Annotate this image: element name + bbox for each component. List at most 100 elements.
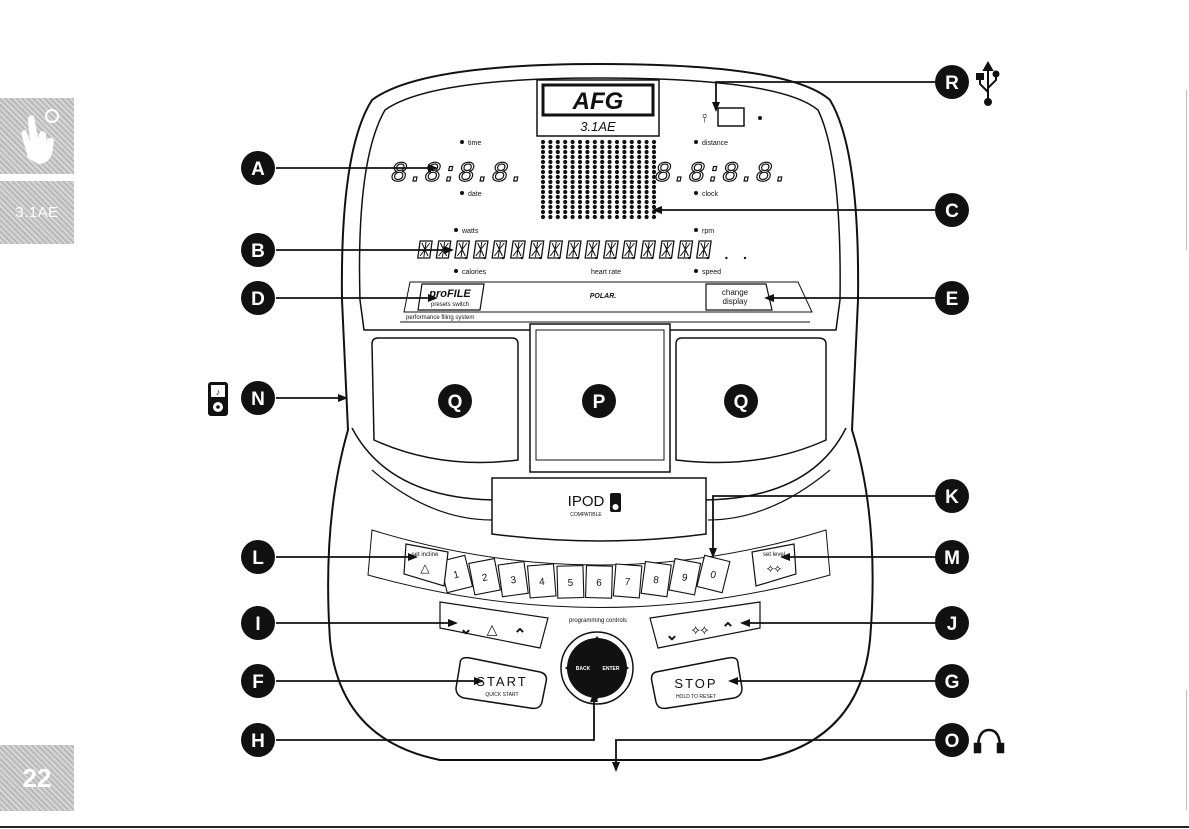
performance-filing-label: performance filing system bbox=[406, 315, 474, 321]
callout-m bbox=[935, 540, 969, 574]
matrix-dot bbox=[637, 204, 642, 210]
matrix-dot bbox=[607, 174, 612, 180]
matrix-dot bbox=[540, 194, 546, 200]
matrix-dot bbox=[592, 204, 597, 210]
incline-adjust-button[interactable] bbox=[439, 601, 549, 649]
matrix-dot bbox=[563, 194, 568, 200]
number-key-8[interactable]: 8 bbox=[640, 560, 672, 598]
number-key-9[interactable]: 9 bbox=[668, 557, 702, 596]
level-down-icon[interactable]: ⌄ bbox=[665, 627, 678, 644]
matrix-dot bbox=[563, 174, 568, 180]
number-key-label: 3 bbox=[510, 575, 517, 587]
number-key-7[interactable]: 7 bbox=[612, 563, 643, 599]
matrix-dot bbox=[600, 199, 605, 205]
alpha-cell bbox=[658, 240, 709, 260]
ipod-dock[interactable] bbox=[491, 477, 707, 542]
matrix-dot bbox=[563, 164, 568, 170]
callout-f-letter: F bbox=[252, 672, 264, 693]
profile-button[interactable] bbox=[417, 283, 485, 311]
set-incline-button[interactable] bbox=[403, 543, 449, 587]
incline-adjust-icon: △ bbox=[487, 621, 498, 637]
matrix-dot bbox=[555, 174, 560, 180]
matrix-dot bbox=[644, 184, 649, 190]
change-display-button[interactable] bbox=[705, 283, 773, 311]
alpha-cell-frame bbox=[621, 240, 638, 259]
matrix-dot bbox=[585, 169, 590, 175]
matrix-dot bbox=[614, 169, 620, 175]
svg-text:♪: ♪ bbox=[216, 387, 221, 397]
date-label: date bbox=[468, 191, 482, 198]
matrix-dot bbox=[592, 209, 597, 215]
matrix-dot bbox=[614, 179, 620, 185]
number-key-frame[interactable] bbox=[668, 557, 702, 596]
number-key-frame[interactable] bbox=[696, 554, 731, 594]
alpha-cell-frame bbox=[695, 240, 712, 259]
level-up-icon[interactable]: ⌃ bbox=[721, 621, 734, 638]
matrix-dot bbox=[644, 199, 649, 205]
incline-up-icon[interactable]: ⌃ bbox=[513, 627, 526, 644]
alpha-cell bbox=[509, 240, 561, 260]
usb-port[interactable] bbox=[717, 107, 745, 127]
matrix-dot bbox=[607, 139, 612, 145]
number-key-frame[interactable] bbox=[612, 563, 643, 599]
matrix-dot bbox=[651, 199, 657, 205]
matrix-dot bbox=[629, 154, 634, 160]
usb-indicator-dot bbox=[758, 116, 762, 120]
profile-button-sublabel: presets switch bbox=[431, 302, 469, 308]
incline-down-icon[interactable]: ⌄ bbox=[459, 621, 472, 638]
callout-l bbox=[241, 540, 275, 574]
time-label: time bbox=[468, 140, 481, 147]
nav-left-icon[interactable] bbox=[565, 662, 573, 674]
matrix-dot bbox=[614, 174, 620, 180]
matrix-dot bbox=[614, 214, 620, 220]
number-key-5[interactable]: 5 bbox=[556, 564, 585, 599]
number-key-frame[interactable] bbox=[468, 557, 502, 596]
level-adjust-button[interactable] bbox=[649, 601, 761, 649]
stop-sublabel: HOLD TO RESET bbox=[676, 694, 716, 700]
number-key-4[interactable]: 4 bbox=[526, 563, 557, 599]
nav-right-icon[interactable] bbox=[621, 662, 629, 674]
matrix-dot bbox=[548, 159, 553, 165]
matrix-dot bbox=[607, 149, 612, 155]
matrix-dot bbox=[644, 144, 649, 150]
matrix-dot bbox=[570, 154, 575, 160]
callout-lines bbox=[276, 81, 936, 764]
number-key-frame[interactable] bbox=[556, 564, 585, 599]
number-key-3[interactable]: 3 bbox=[497, 560, 529, 598]
start-button[interactable] bbox=[455, 656, 548, 710]
number-key-6[interactable]: 6 bbox=[585, 564, 613, 599]
matrix-dot bbox=[592, 154, 597, 160]
number-key-frame[interactable] bbox=[640, 560, 672, 598]
number-key-frame[interactable] bbox=[497, 560, 529, 598]
matrix-dot bbox=[548, 204, 553, 210]
matrix-dot bbox=[614, 159, 620, 165]
tray-markers: Q P Q bbox=[438, 384, 758, 418]
logo-text: AFG bbox=[572, 88, 624, 115]
stop-button[interactable] bbox=[650, 656, 743, 710]
model-text: 3.1AE bbox=[580, 119, 616, 134]
number-key-label: 0 bbox=[709, 569, 717, 581]
number-key-frame[interactable] bbox=[585, 564, 613, 599]
matrix-dot bbox=[614, 139, 620, 145]
number-key-frame[interactable] bbox=[526, 563, 557, 599]
callout-p bbox=[582, 384, 616, 418]
matrix-dot bbox=[607, 204, 612, 210]
matrix-dot bbox=[607, 214, 612, 220]
matrix-dot bbox=[637, 174, 642, 180]
navigation-pad[interactable] bbox=[567, 638, 627, 698]
matrix-dot bbox=[607, 169, 612, 175]
number-key-0[interactable]: 0 bbox=[696, 554, 731, 594]
matrix-dot bbox=[600, 149, 605, 155]
nav-up-icon[interactable] bbox=[591, 636, 603, 644]
matrix-dot bbox=[644, 164, 649, 170]
matrix-dot bbox=[614, 199, 620, 205]
callout-m-letter: M bbox=[944, 548, 960, 569]
number-key-label: 5 bbox=[568, 578, 574, 589]
matrix-dot bbox=[600, 159, 605, 165]
matrix-dot bbox=[622, 189, 627, 195]
number-key-2[interactable]: 2 bbox=[468, 557, 502, 596]
set-level-button[interactable] bbox=[751, 543, 797, 587]
number-key-label: 9 bbox=[681, 572, 689, 584]
matrix-dot bbox=[570, 189, 575, 195]
